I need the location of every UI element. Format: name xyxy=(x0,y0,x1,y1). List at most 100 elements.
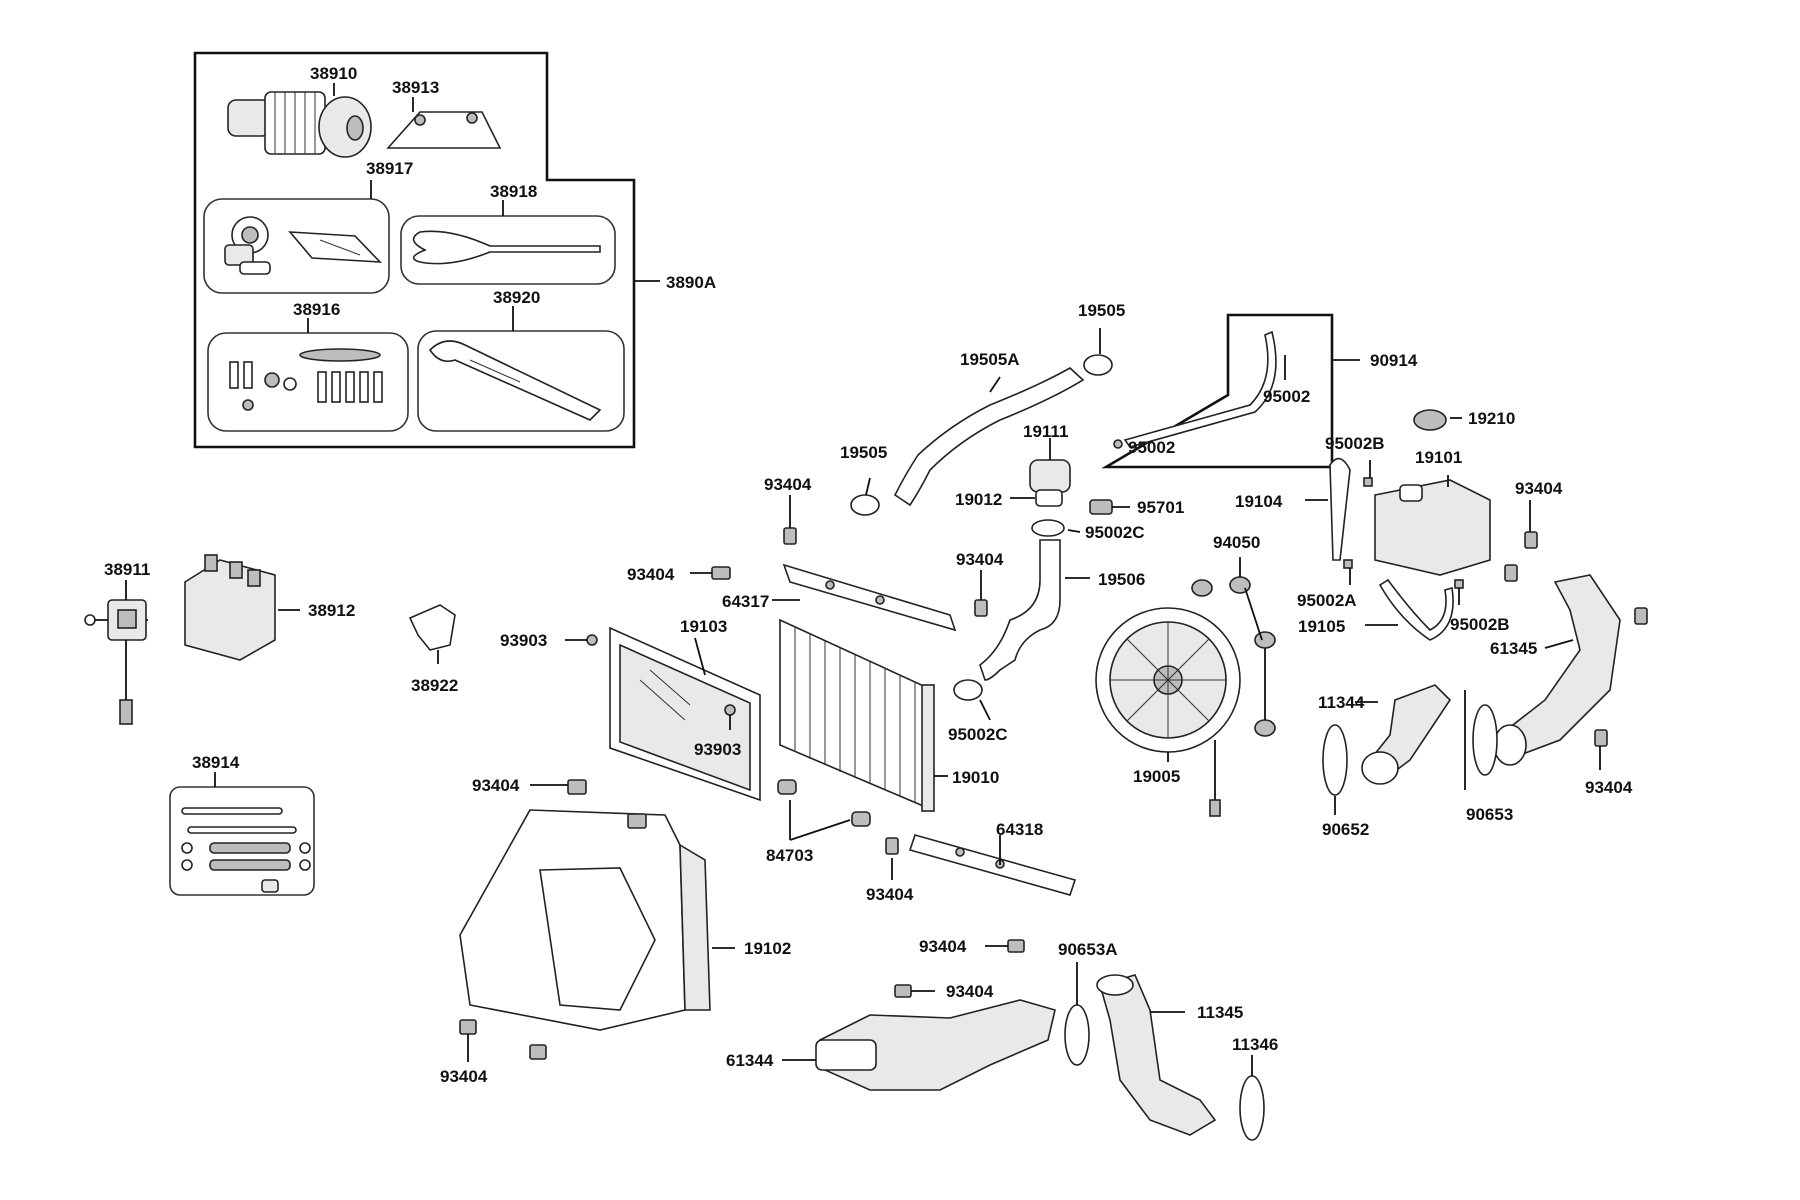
callout-95002-left: 95002 xyxy=(1128,438,1175,457)
strap-38920 xyxy=(428,306,602,421)
callout-38912: 38912 xyxy=(308,601,355,620)
tank-19101 xyxy=(1374,475,1491,576)
callout-95002B-top: 95002B xyxy=(1325,434,1385,453)
callout-93404-d: 93404 xyxy=(472,776,520,795)
callout-95002B-bottom: 95002B xyxy=(1450,615,1510,634)
callout-38913: 38913 xyxy=(392,78,439,97)
callout-93404-b: 93404 xyxy=(627,565,675,584)
bolt-93404-a xyxy=(783,495,797,545)
callout-93404-f: 93404 xyxy=(919,937,967,956)
callout-90914: 90914 xyxy=(1370,351,1418,370)
callout-93404-i: 93404 xyxy=(1515,479,1563,498)
screw-93903-a xyxy=(565,634,598,646)
radiator-19010 xyxy=(779,618,948,812)
callout-84703: 84703 xyxy=(766,846,813,865)
callout-93404-a: 93404 xyxy=(764,475,812,494)
cable-kit-38914 xyxy=(169,772,315,896)
clip-95002B-b xyxy=(1454,579,1464,605)
clamp-90653A xyxy=(1064,962,1090,1066)
callout-38918: 38918 xyxy=(490,182,537,201)
callout-93404-h: 93404 xyxy=(440,1067,488,1086)
callout-94050: 94050 xyxy=(1213,533,1260,552)
callout-93404-c: 93404 xyxy=(956,550,1004,569)
screw-93903-b xyxy=(724,704,736,730)
hose-kit-90914-box xyxy=(1101,313,1360,469)
callout-38914: 38914 xyxy=(192,753,240,772)
callout-19005: 19005 xyxy=(1133,767,1180,786)
bolt-93404-g xyxy=(894,984,935,998)
callout-93404-e: 93404 xyxy=(866,885,914,904)
callout-95002C-top: 95002C xyxy=(1085,523,1145,542)
callout-11344: 11344 xyxy=(1318,693,1365,712)
bolt-93404-e xyxy=(885,837,899,880)
callout-19102: 19102 xyxy=(744,939,791,958)
bolt-93404-b xyxy=(690,566,731,580)
callout-19210: 19210 xyxy=(1468,409,1515,428)
callout-19505-bottom: 19505 xyxy=(840,443,887,462)
callout-90653: 90653 xyxy=(1466,805,1513,824)
hook-kit-38917 xyxy=(224,180,382,275)
callout-19103: 19103 xyxy=(680,617,727,636)
bolt-93404-h xyxy=(459,1019,547,1062)
callout-93903-b: 93903 xyxy=(694,740,741,759)
clamp-95002C-bottom xyxy=(953,679,991,721)
grommets-94050 xyxy=(1191,557,1276,737)
duct-11344 xyxy=(1355,684,1452,785)
rope-38918 xyxy=(412,200,601,265)
callout-38920: 38920 xyxy=(493,288,540,307)
gasket-19103 xyxy=(609,626,761,802)
bracket-38922 xyxy=(408,604,456,664)
callout-93404-j: 93404 xyxy=(1585,778,1633,797)
hose-19104 xyxy=(1305,457,1351,561)
callout-19101: 19101 xyxy=(1415,448,1462,467)
cap-19210 xyxy=(1413,409,1462,431)
shroud-19102 xyxy=(459,809,735,1031)
callout-38911: 38911 xyxy=(104,560,150,579)
hardware-38916 xyxy=(229,318,383,411)
callout-64317: 64317 xyxy=(722,592,769,611)
grommets-84703 xyxy=(777,779,871,841)
callout-11346: 11346 xyxy=(1232,1035,1278,1054)
duct-11345 xyxy=(1096,974,1217,1136)
callout-64318: 64318 xyxy=(996,820,1043,839)
clamp-90653 xyxy=(1464,690,1498,790)
hose-19506 xyxy=(979,539,1090,681)
bolt-93404-f xyxy=(985,939,1025,953)
callout-19506: 19506 xyxy=(1098,570,1145,589)
fitting-95701 xyxy=(1089,499,1130,515)
bolt-93404-d xyxy=(530,779,647,829)
bracket-64318 xyxy=(908,834,1077,896)
bolt-93404-i xyxy=(1504,500,1538,582)
bracket-64317 xyxy=(772,563,957,632)
callout-19010: 19010 xyxy=(952,768,999,787)
callout-95002C-bottom: 95002C xyxy=(948,725,1008,744)
callout-19105: 19105 xyxy=(1298,617,1345,636)
hose-19105 xyxy=(1365,578,1454,641)
mount-plate-38913 xyxy=(386,97,502,149)
duct-61345 xyxy=(1493,574,1621,766)
callout-19505A: 19505A xyxy=(960,350,1020,369)
callout-19505-top: 19505 xyxy=(1078,301,1125,320)
callout-61344: 61344 xyxy=(726,1051,774,1070)
solenoid-38912 xyxy=(184,554,300,661)
bolt-93404-j xyxy=(1594,607,1648,770)
callout-90652: 90652 xyxy=(1322,820,1369,839)
duct-61344 xyxy=(782,999,1056,1091)
callout-38922: 38922 xyxy=(411,676,458,695)
callout-90653A: 90653A xyxy=(1058,940,1118,959)
clamp-19505-bottom xyxy=(850,477,880,516)
thermostat-19111 xyxy=(1010,438,1071,507)
clip-95002B-a xyxy=(1363,460,1373,487)
callout-19111: 19111 xyxy=(1023,422,1068,441)
callout-38917: 38917 xyxy=(366,159,413,178)
relay-38911 xyxy=(84,580,148,725)
clamp-11346 xyxy=(1239,1055,1265,1141)
winch-38910 xyxy=(227,83,372,158)
callout-38910: 38910 xyxy=(310,64,357,83)
callout-3890A: 3890A xyxy=(666,273,716,292)
fan-19005 xyxy=(1095,607,1241,817)
callout-93903-a: 93903 xyxy=(500,631,547,650)
hose-19505A xyxy=(893,367,1085,507)
callout-61345: 61345 xyxy=(1490,639,1537,658)
